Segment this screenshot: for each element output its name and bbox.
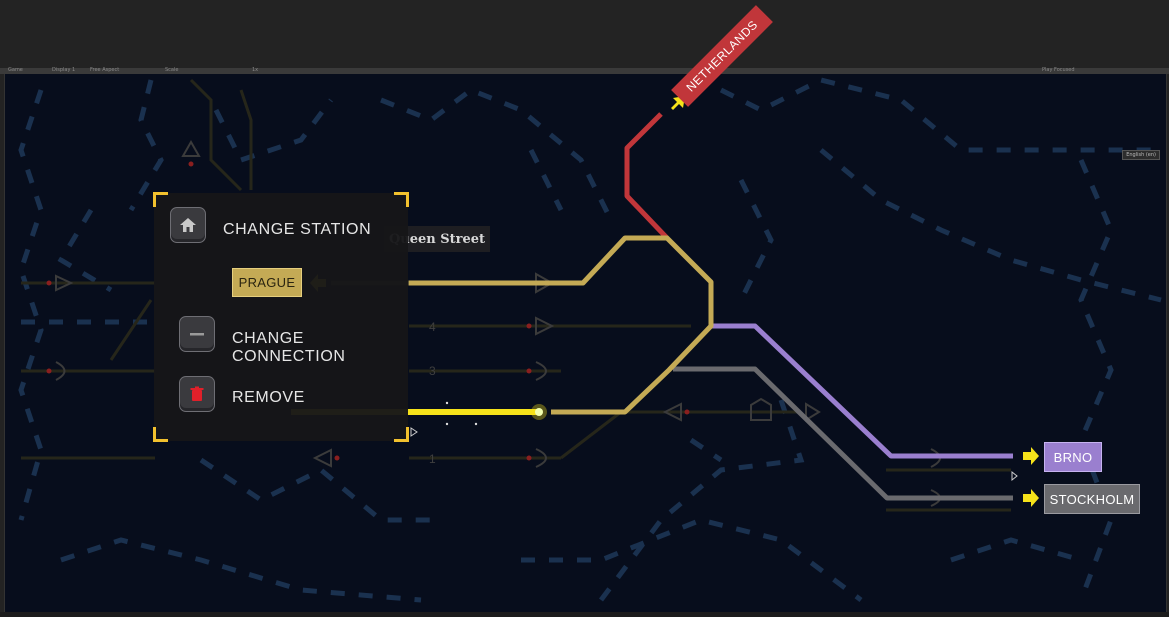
bottom-bar bbox=[0, 612, 1169, 617]
destination-brno[interactable]: BRNO bbox=[1044, 442, 1102, 472]
route-stockholm[interactable] bbox=[673, 366, 1013, 501]
current-station-chip[interactable]: PRAGUE bbox=[232, 268, 302, 297]
inactive-tracks bbox=[21, 78, 1011, 512]
signal-markers bbox=[55, 139, 941, 507]
signal-lights bbox=[46, 161, 690, 461]
track-number-4: 4 bbox=[429, 320, 436, 334]
context-menu: CHANGE STATION CHANGE CONNECTION REMOVE bbox=[153, 192, 409, 442]
minus-icon bbox=[190, 333, 204, 336]
change-station-label: CHANGE STATION bbox=[223, 221, 372, 238]
route-brno[interactable] bbox=[711, 323, 1013, 459]
editor-item-scale[interactable]: Scale bbox=[165, 67, 179, 73]
track-map: 4 3 1 bbox=[18, 77, 1162, 603]
background-grid bbox=[18, 77, 1162, 603]
editor-item-scale-value: 1x bbox=[252, 67, 259, 73]
track-number-1: 1 bbox=[429, 452, 436, 466]
game-viewport[interactable]: 4 3 1 English (en) bbox=[4, 74, 1167, 612]
remove-button[interactable] bbox=[179, 376, 215, 412]
route-prague[interactable] bbox=[409, 235, 714, 415]
editor-item-aspect[interactable]: Free Aspect bbox=[90, 67, 120, 73]
route-netherlands[interactable] bbox=[624, 112, 669, 240]
editor-item-game[interactable]: Game bbox=[8, 67, 23, 73]
language-dropdown[interactable]: English (en) bbox=[1122, 150, 1160, 160]
trash-icon bbox=[190, 386, 204, 401]
home-icon bbox=[180, 218, 196, 232]
remove-label: REMOVE bbox=[232, 389, 305, 406]
arrow-right-icon bbox=[310, 274, 1039, 507]
editor-toolbar: Game Display 1 Free Aspect Scale 1x Play… bbox=[0, 67, 1169, 74]
change-station-button[interactable] bbox=[170, 207, 206, 243]
editor-item-display[interactable]: Display 1 bbox=[52, 67, 76, 73]
change-connection-button[interactable] bbox=[179, 316, 215, 352]
track-number-3: 3 bbox=[429, 364, 436, 378]
editor-item-play-focused[interactable]: Play Focused bbox=[1042, 67, 1075, 73]
change-connection-label: CHANGE CONNECTION bbox=[232, 330, 346, 365]
window-top-bar bbox=[0, 0, 1169, 68]
destination-stockholm[interactable]: STOCKHOLM bbox=[1044, 484, 1140, 514]
